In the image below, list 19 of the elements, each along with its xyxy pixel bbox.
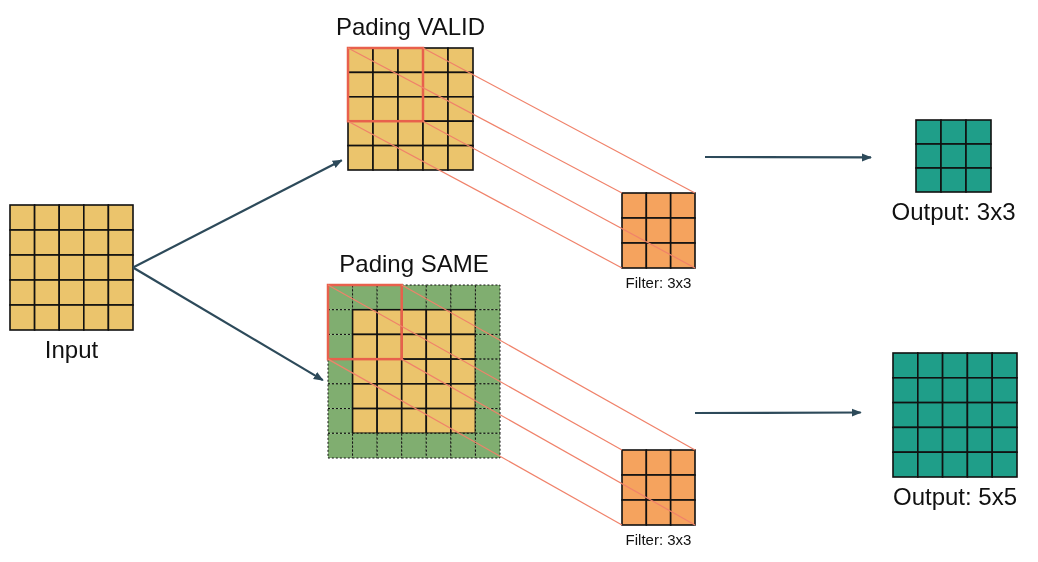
arrow [132, 159, 343, 269]
projection-line [422, 120, 696, 269]
projection-line [422, 47, 696, 194]
projection-line [347, 47, 623, 194]
arrow [695, 408, 862, 417]
projection-line [327, 284, 623, 451]
projection-line [401, 358, 696, 526]
grid-label: Filter: 3x3 [625, 531, 692, 548]
grid-label: Output: 3x3 [891, 198, 1016, 226]
projection-line [401, 284, 696, 451]
projection-line [327, 358, 623, 526]
grid-label: Output: 5x5 [892, 483, 1018, 511]
projection-line [347, 120, 623, 269]
grid-label: Input [44, 336, 99, 364]
arrow [132, 266, 324, 382]
grid-label: Pading SAME [339, 249, 489, 278]
grid-label: Filter: 3x3 [625, 274, 692, 291]
arrow [705, 153, 872, 162]
grid-label: Pading VALID [336, 12, 485, 41]
